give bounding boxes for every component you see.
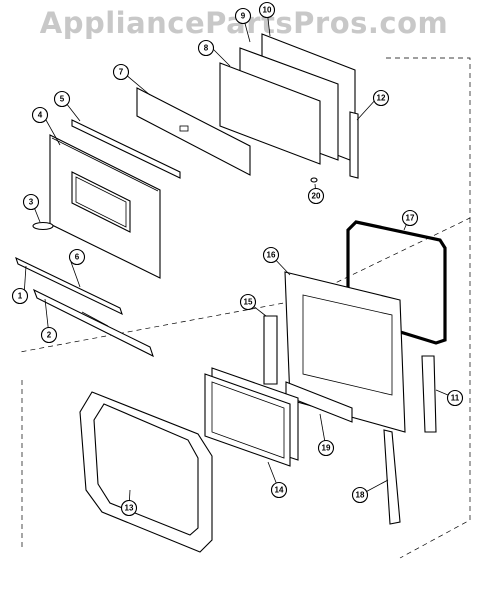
door-trim-strip	[71, 119, 181, 179]
callout-12: 12	[372, 89, 390, 107]
callout-18: 18	[351, 486, 369, 504]
callout-10: 10	[258, 1, 276, 19]
callout-13: 13	[120, 499, 138, 517]
callout-20: 20	[307, 187, 325, 205]
small-clip	[310, 177, 318, 183]
door-side-trim-right	[421, 355, 437, 433]
assembly-boundary-lines	[19, 57, 471, 559]
svg-text:10: 10	[263, 6, 272, 15]
svg-text:1: 1	[18, 292, 23, 301]
leader-lines	[23, 9, 456, 509]
callout-14: 14	[270, 481, 288, 499]
svg-text:15: 15	[244, 298, 253, 307]
callout-6: 6	[68, 248, 86, 266]
svg-text:14: 14	[275, 486, 284, 495]
callout-15: 15	[239, 293, 257, 311]
door-spacer-left	[263, 315, 278, 385]
svg-text:18: 18	[356, 491, 365, 500]
callout-1: 1	[11, 287, 29, 305]
svg-text:2: 2	[47, 331, 52, 340]
svg-text:16: 16	[267, 251, 276, 260]
callout-5: 5	[53, 90, 71, 108]
callout-17: 17	[401, 209, 419, 227]
callout-3: 3	[22, 193, 40, 211]
svg-text:11: 11	[451, 394, 460, 403]
door-spacer-bottom	[285, 381, 353, 423]
callout-19: 19	[317, 439, 335, 457]
svg-text:5: 5	[60, 95, 65, 104]
svg-text:12: 12	[377, 94, 386, 103]
door-frame	[79, 391, 213, 553]
door-hinge-channel	[383, 429, 401, 525]
door-gasket	[346, 220, 447, 345]
svg-text:13: 13	[125, 504, 134, 513]
callout-9: 9	[234, 7, 252, 25]
callout-16: 16	[262, 246, 280, 264]
door-glass-assembly	[204, 367, 299, 467]
callout-2: 2	[40, 326, 58, 344]
svg-text:3: 3	[29, 198, 34, 207]
svg-text:7: 7	[119, 68, 124, 77]
handle-trim	[32, 288, 154, 358]
door-badge	[32, 221, 54, 231]
callout-4: 4	[31, 106, 49, 124]
door-insulation-panel	[136, 87, 251, 176]
svg-text:20: 20	[312, 192, 321, 201]
svg-text:19: 19	[322, 444, 331, 453]
callout-11: 11	[446, 389, 464, 407]
inner-glass-pack	[219, 33, 356, 165]
callout-7: 7	[112, 63, 130, 81]
door-side-bracket	[349, 111, 359, 179]
svg-text:4: 4	[38, 111, 43, 120]
callout-8: 8	[197, 39, 215, 57]
inner-door-liner	[284, 271, 406, 433]
svg-text:17: 17	[406, 214, 415, 223]
svg-text:9: 9	[241, 12, 246, 21]
svg-text:8: 8	[204, 44, 209, 53]
door-handle	[15, 256, 123, 316]
outer-door-panel	[49, 134, 161, 279]
svg-text:6: 6	[75, 253, 80, 262]
